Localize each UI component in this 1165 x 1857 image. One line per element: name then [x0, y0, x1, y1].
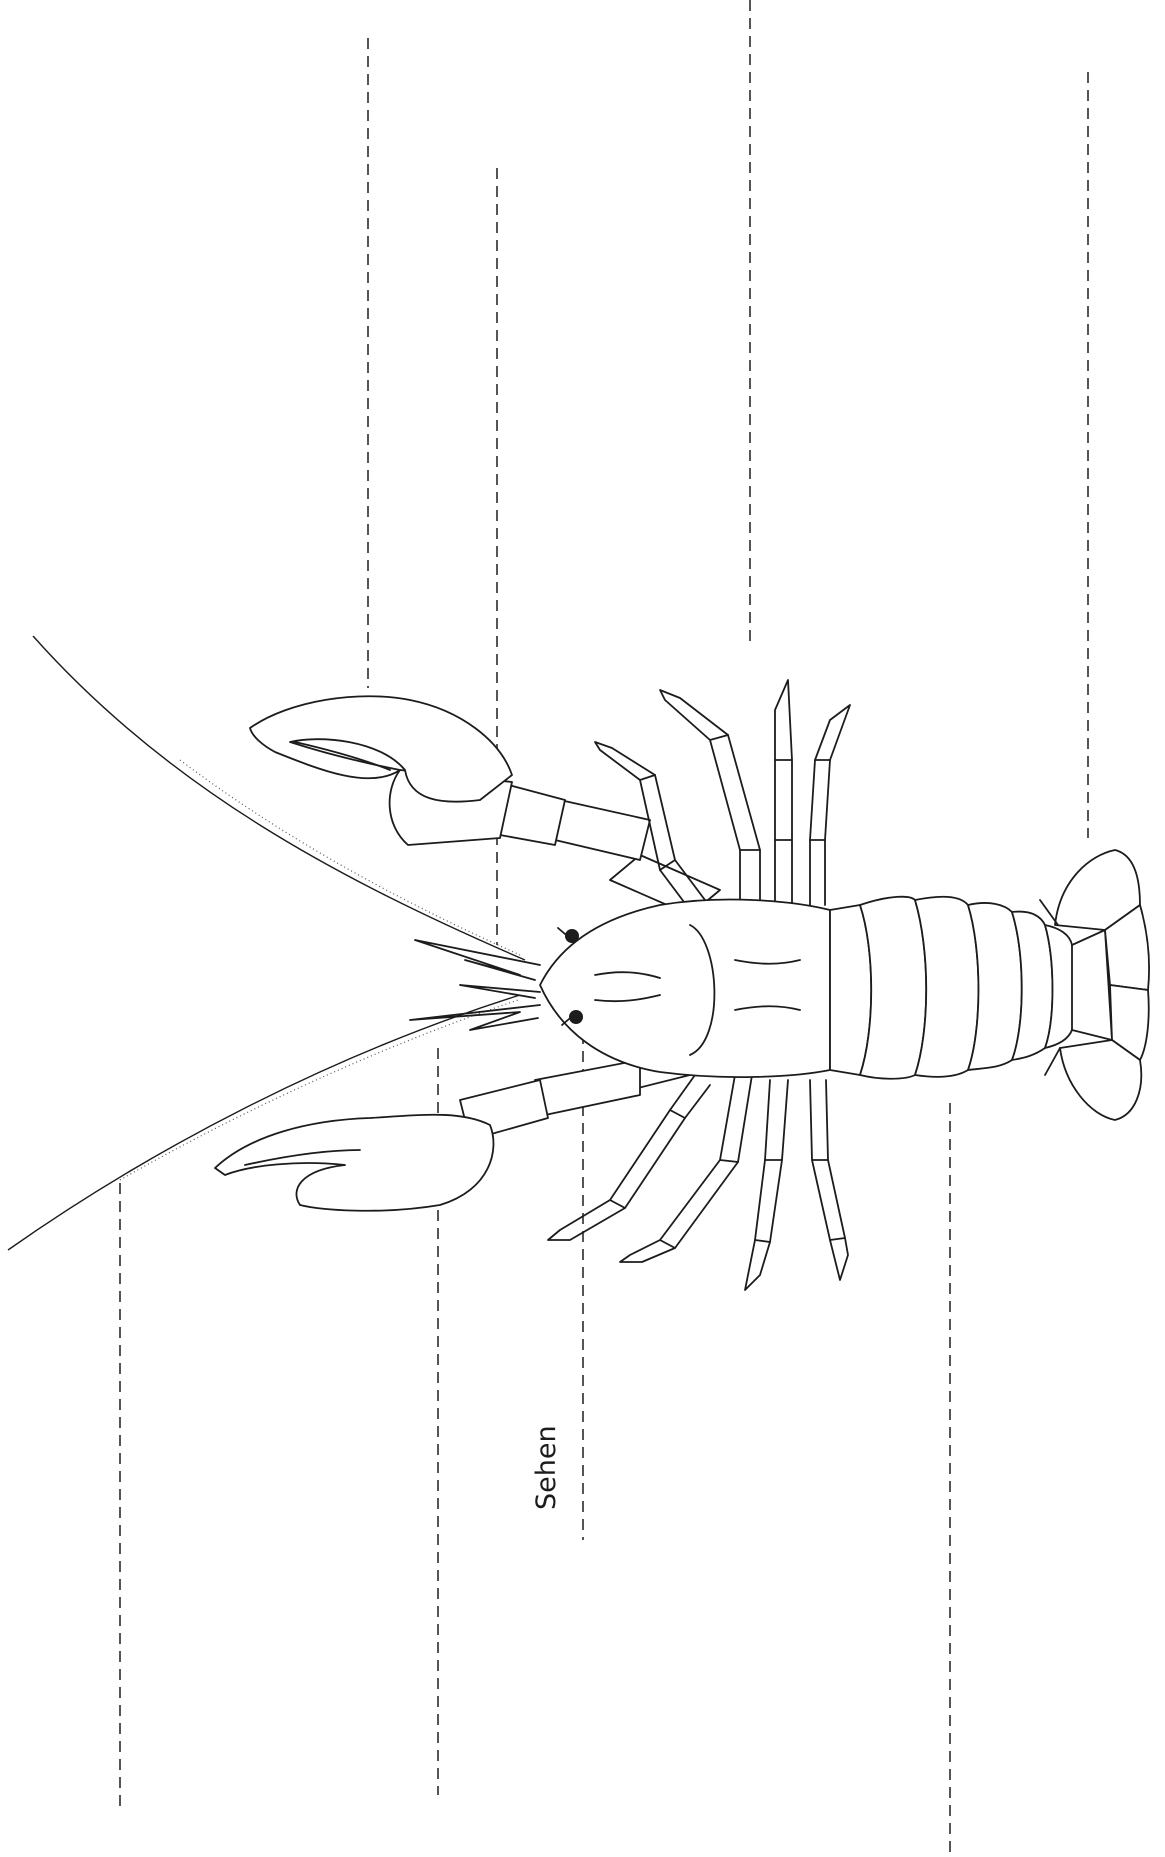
crayfish-drawing: [8, 636, 1149, 1290]
abdomen: [830, 897, 1077, 1079]
upper-claw: [250, 696, 720, 915]
label-sehen: Sehen: [531, 1425, 562, 1510]
walking-legs-bottom: [548, 1075, 848, 1290]
lower-claw: [215, 1045, 700, 1211]
carapace: [540, 900, 830, 1078]
eye-top-icon: [565, 929, 579, 943]
eye-bottom-icon: [569, 1010, 583, 1024]
